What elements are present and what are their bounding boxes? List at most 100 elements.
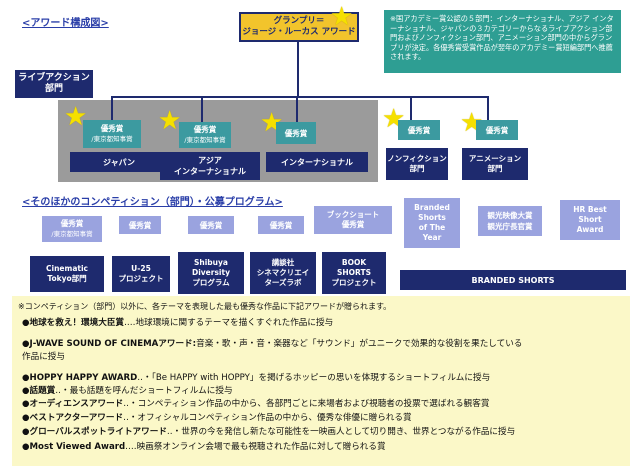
award-line: ●J-WAVE SOUND OF CINEMAアワード:音楽・歌・声・音・楽器な…	[22, 339, 522, 350]
star-icon: ★	[158, 106, 182, 136]
award-label: 優秀賞	[193, 125, 217, 134]
program-line: シネマクリエイ	[256, 268, 310, 277]
award-international: 優秀賞	[276, 122, 316, 144]
connector-line	[297, 42, 299, 96]
award-line: ●Most Viewed Award‥‥映画祭オンライン会場で最も視聴された作品…	[22, 442, 386, 453]
grand-prix-line2: ジョージ・ルーカス アワード	[242, 27, 356, 37]
award-line: ●話題賞‥・最も話題を呼んだショートフィルムに授与	[22, 386, 233, 397]
live-action-label: ライブアクション 部門	[15, 70, 93, 98]
connector-line	[487, 96, 489, 122]
award-label: 優秀賞	[407, 125, 431, 135]
award-branded-shorts-of-the-year: Branded Shorts of The Year	[404, 198, 460, 248]
award-structure-title: <アワード構成図>	[22, 18, 109, 29]
other-competitions-title: <そのほかのコンペティション（部門）・公募プログラム>	[22, 197, 283, 208]
connector-line	[111, 96, 113, 122]
award-bookshort-line2: 優秀賞	[341, 220, 365, 229]
award-line-desc: ‥・コンペティション作品の中から、各部門ごとに来場者および視聴者の投票で選ばれる…	[123, 399, 490, 409]
award-asia: 優秀賞 /東京都知事賞	[179, 122, 231, 148]
connector-line	[410, 96, 412, 122]
program-line: プロジェクト	[118, 274, 164, 283]
hr-line: HR Best	[573, 205, 607, 214]
award-line-desc: ‥・オフィシャルコンペティション作品の中から、優秀な俳優に贈られる賞	[123, 413, 412, 423]
connector-line	[296, 96, 298, 122]
live-action-line1: ライブアクション	[18, 73, 90, 83]
hr-line: Award	[576, 225, 604, 234]
program-book-shorts: BOOK SHORTS プロジェクト	[322, 252, 386, 294]
award-hr-best-short: HR Best Short Award	[560, 200, 620, 240]
award-line-desc: ‥‥地球環境に関するテーマを描くすぐれた作品に授与	[124, 318, 334, 328]
award-shibuya: 優秀賞	[188, 216, 234, 234]
program-u25: U-25 プロジェクト	[112, 256, 170, 292]
special-awards-intro: ※コンペティション（部門）以外に、各テーマを表現した最も優秀な作品に下記アワード…	[18, 302, 392, 311]
program-line: U-25	[131, 264, 151, 273]
star-icon: ★	[330, 2, 354, 32]
branded-line: Shorts	[418, 213, 446, 222]
award-line-title: ●グローバルスポットライトアワード	[22, 427, 167, 437]
special-awards-panel: ※コンペティション（部門）以外に、各テーマを表現した最も優秀な作品に下記アワード…	[12, 296, 630, 466]
award-line-title: ●HOPPY HAPPY AWARD	[22, 373, 138, 383]
award-label: 優秀賞	[485, 125, 509, 135]
award-line-title: ●Most Viewed Award	[22, 442, 126, 452]
category-animation-line1: アニメーション	[468, 154, 522, 163]
program-line: SHORTS	[336, 268, 371, 277]
program-line: Diversity	[192, 268, 230, 277]
program-line: ターズラボ	[264, 278, 302, 287]
category-nonfiction-line1: ノンフィクション	[387, 154, 447, 163]
award-line: ●HOPPY HAPPY AWARD‥・「Be HAPPY with HOPPY…	[22, 373, 490, 384]
award-line-desc: ‥・世界の今を発信し新たな可能性を一映画人として切り開き、世界とつながる作品に授…	[166, 427, 516, 437]
category-japan: ジャパン	[70, 152, 168, 172]
category-nonfiction-line2: 部門	[409, 164, 425, 173]
program-line: Tokyo部門	[47, 274, 87, 283]
award-line-title: ●ベストアクターアワード	[22, 413, 124, 423]
award-line-desc: ‥‥映画祭オンライン会場で最も視聴された作品に対して贈られる賞	[125, 442, 386, 452]
kanko-line: 観光映像大賞	[487, 211, 533, 220]
program-line: 講談社	[271, 258, 295, 267]
program-line: プログラム	[192, 278, 230, 287]
award-bookshort-line1: ブックショート	[326, 210, 380, 219]
branded-line: Year	[422, 233, 442, 242]
award-label: 優秀賞	[60, 219, 84, 228]
award-line: ●ベストアクターアワード‥・オフィシャルコンペティション作品の中から、優秀な俳優…	[22, 413, 412, 424]
program-cinematic-tokyo: Cinematic Tokyo部門	[30, 256, 104, 292]
category-international: インターナショナル	[266, 152, 368, 172]
award-line-desc: 作品に授与	[22, 352, 65, 362]
award-kanko: 観光映像大賞 観光庁長官賞	[478, 206, 542, 236]
category-asia-line1: アジア	[198, 156, 222, 165]
award-cinematic-tokyo: 優秀賞 /東京都知事賞	[42, 216, 102, 242]
star-icon: ★	[64, 102, 88, 132]
branded-shorts-bar: BRANDED SHORTS	[400, 270, 626, 290]
award-line: ●グローバルスポットライトアワード‥・世界の今を発信し新たな可能性を一映画人とし…	[22, 427, 515, 438]
award-line-desc: ‥・「Be HAPPY with HOPPY」を掲げるホッピーの思いを体現するシ…	[137, 373, 491, 383]
award-japan: 優秀賞 /東京都知事賞	[83, 120, 141, 148]
program-kodansha: 講談社 シネマクリエイ ターズラボ	[250, 252, 316, 294]
award-line: ●オーディエンスアワード‥・コンペティション作品の中から、各部門ごとに来場者およ…	[22, 399, 489, 410]
hr-line: Short	[578, 215, 602, 224]
award-kodansha: 優秀賞	[258, 216, 304, 234]
award-line-desc: 音楽・歌・声・音・楽器など「サウンド」がユニークで効果的な役割を果たしている	[196, 339, 523, 349]
category-asia: アジア インターナショナル	[160, 152, 260, 180]
connector-line	[201, 96, 203, 122]
grand-prix-box: グランプリ＝ ジョージ・ルーカス アワード	[239, 12, 359, 42]
award-line: ●地球を救え！環境大臣賞‥‥地球環境に関するテーマを描くすぐれた作品に授与	[22, 318, 333, 329]
grand-prix-line1: グランプリ＝	[273, 16, 325, 26]
category-nonfiction: ノンフィクション 部門	[386, 148, 448, 180]
category-animation: アニメーション 部門	[462, 148, 528, 180]
branded-line: Branded	[414, 203, 450, 212]
award-label: 優秀賞	[100, 124, 124, 133]
award-sub: /東京都知事賞	[184, 136, 226, 144]
program-line: Shibuya	[194, 258, 228, 267]
award-u25: 優秀賞	[119, 216, 161, 234]
connector-line	[112, 96, 488, 98]
program-line: Cinematic	[46, 264, 88, 273]
program-shibuya-diversity: Shibuya Diversity プログラム	[178, 252, 244, 294]
note-box: ※国アカデミー賞公認の５部門：インターナショナル、アジア インターナショナル、ジ…	[384, 10, 621, 73]
award-line-title: ●J-WAVE SOUND OF CINEMAアワード:	[22, 339, 197, 349]
award-sub: /東京都知事賞	[91, 135, 133, 143]
award-line-title: ●オーディエンスアワード	[22, 399, 124, 409]
kanko-line: 観光庁長官賞	[487, 222, 533, 231]
program-line: BOOK	[341, 258, 367, 267]
program-line: プロジェクト	[331, 278, 377, 287]
award-sub: /東京都知事賞	[51, 230, 93, 238]
award-animation: 優秀賞	[476, 120, 518, 140]
category-animation-line2: 部門	[487, 164, 503, 173]
